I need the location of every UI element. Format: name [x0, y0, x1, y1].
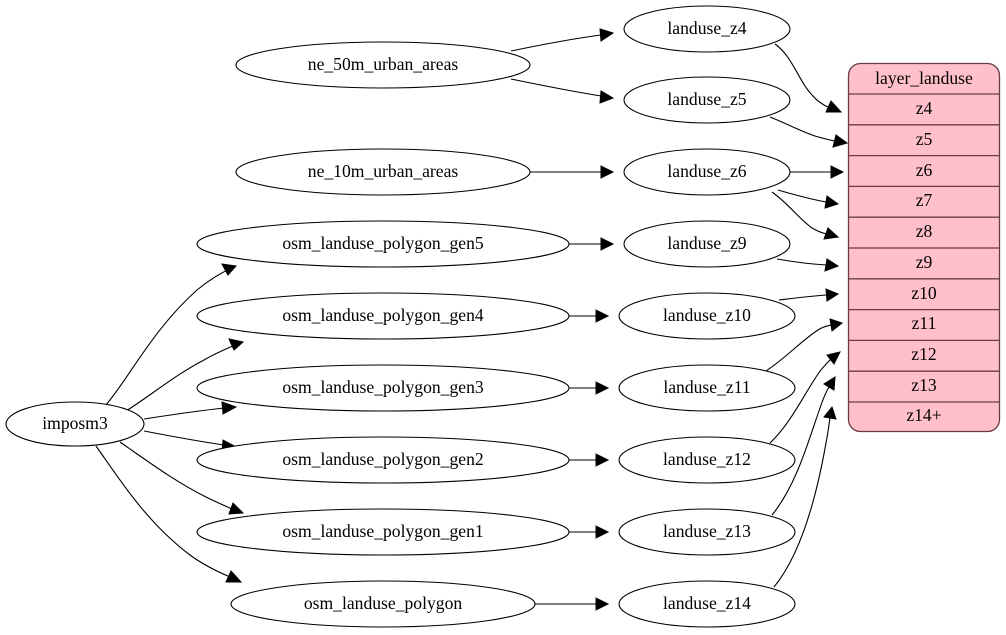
node-osm-landuse-polygon-gen1-label: osm_landuse_polygon_gen1 — [282, 521, 483, 541]
node-osm-landuse-polygon-gen3-label: osm_landuse_polygon_gen3 — [282, 377, 484, 397]
node-osm-landuse-polygon-gen5-label: osm_landuse_polygon_gen5 — [282, 233, 484, 253]
node-ne-10m-urban-areas-shape — [235, 148, 531, 196]
node-landuse-z6-shape — [623, 148, 791, 196]
edge-landuse-z14-to-row-z14 — [773, 405, 837, 588]
node-landuse-z13-label: landuse_z13 — [663, 521, 751, 541]
node-landuse-z12-shape — [618, 436, 796, 484]
node-landuse-z6[interactable]: landuse_z6 — [623, 148, 791, 196]
node-ne-50m-urban-areas[interactable]: ne_50m_urban_areas — [235, 41, 531, 89]
edge-gen5-to-landuse-z9 — [569, 237, 615, 251]
node-landuse-z5-shape — [623, 76, 791, 124]
node-landuse-z9[interactable]: landuse_z9 — [623, 220, 791, 268]
node-osm-landuse-polygon-gen2-label: osm_landuse_polygon_gen2 — [282, 449, 483, 469]
table-node-layer-landuse[interactable]: layer_landuse z4 z5 z6 z7 z8 z9 z10 z11 … — [847, 62, 1001, 433]
node-landuse-z12[interactable]: landuse_z12 — [618, 436, 796, 484]
edge-layer — [95, 28, 849, 611]
node-landuse-z11[interactable]: landuse_z11 — [618, 364, 796, 412]
node-osm-landuse-polygon-gen3[interactable]: osm_landuse_polygon_gen3 — [196, 364, 570, 412]
table-dividers — [849, 93, 999, 403]
edge-gen4-to-landuse-z10 — [569, 309, 610, 323]
edge-landuse-z13-to-row-z13 — [771, 376, 836, 516]
table-row-z11[interactable]: z11 — [912, 313, 937, 333]
node-imposm3[interactable]: imposm3 — [5, 401, 145, 447]
node-landuse-z10-shape — [618, 292, 796, 340]
edge-gen1-to-landuse-z13 — [569, 525, 610, 539]
node-landuse-z9-shape — [623, 220, 791, 268]
node-ne-50m-urban-areas-label: ne_50m_urban_areas — [308, 54, 459, 74]
node-ne-10m-urban-areas[interactable]: ne_10m_urban_areas — [235, 148, 531, 196]
edge-landuse-z6-to-row-z6 — [790, 165, 845, 179]
edge-landuse-z5-to-row-z5 — [769, 116, 849, 148]
edge-landuse-z6-to-row-z8 — [771, 191, 840, 240]
node-landuse-z5[interactable]: landuse_z5 — [623, 76, 791, 124]
node-osm-landuse-polygon-gen2-shape — [196, 436, 570, 484]
node-landuse-z14-shape — [618, 580, 796, 628]
node-osm-landuse-polygon-gen4[interactable]: osm_landuse_polygon_gen4 — [196, 292, 570, 340]
edge-landuse-z9-to-row-z9 — [776, 258, 840, 272]
node-osm-landuse-polygon-gen1-shape — [196, 508, 570, 556]
node-landuse-z10-label: landuse_z10 — [663, 305, 751, 325]
edge-polygon-to-landuse-z14 — [535, 597, 610, 611]
edge-ne50m-to-landuse-z4 — [510, 28, 615, 52]
node-osm-landuse-polygon[interactable]: osm_landuse_polygon — [230, 580, 536, 628]
table-row-z5[interactable]: z5 — [916, 129, 933, 149]
node-landuse-z10[interactable]: landuse_z10 — [618, 292, 796, 340]
node-osm-landuse-polygon-gen1[interactable]: osm_landuse_polygon_gen1 — [196, 508, 570, 556]
table-row-z10[interactable]: z10 — [911, 283, 937, 303]
node-landuse-z11-label: landuse_z11 — [663, 377, 750, 397]
edge-gen2-to-landuse-z12 — [569, 453, 610, 467]
node-landuse-z12-label: landuse_z12 — [663, 449, 751, 469]
node-landuse-z9-label: landuse_z9 — [667, 233, 746, 253]
node-osm-landuse-polygon-gen5-shape — [196, 220, 570, 268]
table-row-z4[interactable]: z4 — [916, 98, 933, 118]
edge-imposm3-to-gen1 — [119, 441, 245, 515]
edge-landuse-z6-to-row-z7 — [777, 189, 840, 209]
edge-landuse-z11-to-row-z11 — [765, 318, 844, 372]
node-landuse-z4-label: landuse_z4 — [667, 18, 746, 38]
edge-gen3-to-landuse-z11 — [569, 381, 610, 395]
node-osm-landuse-polygon-gen2[interactable]: osm_landuse_polygon_gen2 — [196, 436, 570, 484]
node-osm-landuse-polygon-label: osm_landuse_polygon — [304, 593, 463, 613]
node-landuse-z11-shape — [618, 364, 796, 412]
node-ne-50m-urban-areas-shape — [235, 41, 531, 89]
node-osm-landuse-polygon-gen5[interactable]: osm_landuse_polygon_gen5 — [196, 220, 570, 268]
node-landuse-z13-shape — [618, 508, 796, 556]
edge-imposm3-to-polygon — [95, 445, 243, 583]
edge-imposm3-to-gen3 — [143, 401, 238, 420]
table-row-z9[interactable]: z9 — [916, 252, 933, 272]
node-imposm3-shape — [5, 401, 145, 447]
node-osm-landuse-polygon-gen3-shape — [196, 364, 570, 412]
node-landuse-z4[interactable]: landuse_z4 — [623, 5, 791, 53]
table-row-z13[interactable]: z13 — [911, 375, 937, 395]
node-osm-landuse-polygon-gen4-shape — [196, 292, 570, 340]
node-osm-landuse-polygon-shape — [230, 580, 536, 628]
node-imposm3-label: imposm3 — [42, 413, 108, 433]
edge-imposm3-to-gen5 — [104, 263, 237, 407]
table-row-z14-plus[interactable]: z14+ — [906, 405, 941, 425]
node-landuse-z14[interactable]: landuse_z14 — [618, 580, 796, 628]
node-landuse-z13[interactable]: landuse_z13 — [618, 508, 796, 556]
table-row-z6[interactable]: z6 — [916, 160, 933, 180]
table-row-z8[interactable]: z8 — [916, 221, 933, 241]
edge-ne50m-to-landuse-z5 — [510, 78, 615, 104]
table-row-z12[interactable]: z12 — [911, 344, 936, 364]
node-landuse-z4-shape — [623, 5, 791, 53]
node-landuse-z6-label: landuse_z6 — [667, 161, 746, 181]
edge-ne10m-to-landuse-z6 — [530, 165, 615, 179]
node-landuse-z14-label: landuse_z14 — [663, 593, 751, 613]
edge-landuse-z10-to-row-z10 — [778, 288, 840, 302]
edge-imposm3-to-gen4 — [125, 338, 245, 412]
edge-landuse-z12-to-row-z12 — [769, 351, 841, 444]
node-landuse-z5-label: landuse_z5 — [667, 89, 746, 109]
edge-landuse-z4-to-row-z4 — [774, 43, 843, 113]
node-osm-landuse-polygon-gen4-label: osm_landuse_polygon_gen4 — [282, 305, 484, 325]
node-ne-10m-urban-areas-label: ne_10m_urban_areas — [308, 161, 459, 181]
table-row-z7[interactable]: z7 — [916, 190, 933, 210]
table-header-label: layer_landuse — [875, 68, 973, 88]
